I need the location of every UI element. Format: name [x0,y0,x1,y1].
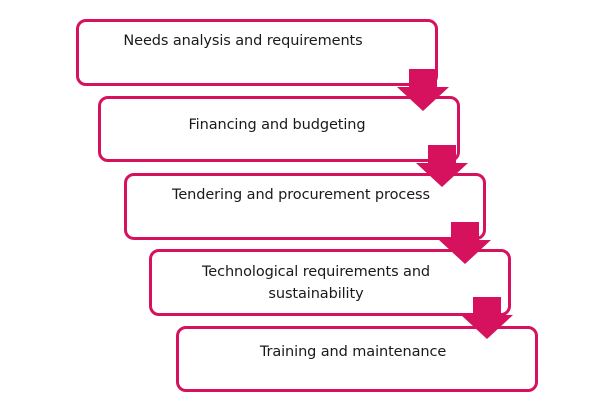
step-label: Needs analysis and requirements [123,32,363,49]
step-label: Training and maintenance [259,344,447,360]
arrow-down-icon [459,297,515,341]
step-box-needs-analysis: Needs analysis and requirements [76,19,438,86]
step-box-tendering: Tendering and procurement process [124,173,486,240]
arrow-down-icon [414,145,470,189]
step-label: Technological requirements and sustainab… [201,263,431,302]
arrow-down-icon [395,69,451,113]
step-label: Financing and budgeting [188,117,366,133]
step-box-technological: Technological requirements and sustainab… [149,249,511,316]
step-box-financing: Financing and budgeting [98,96,460,162]
step-box-training: Training and maintenance [176,326,538,392]
step-label: Tendering and procurement process [172,186,430,203]
arrow-down-icon [437,222,493,266]
